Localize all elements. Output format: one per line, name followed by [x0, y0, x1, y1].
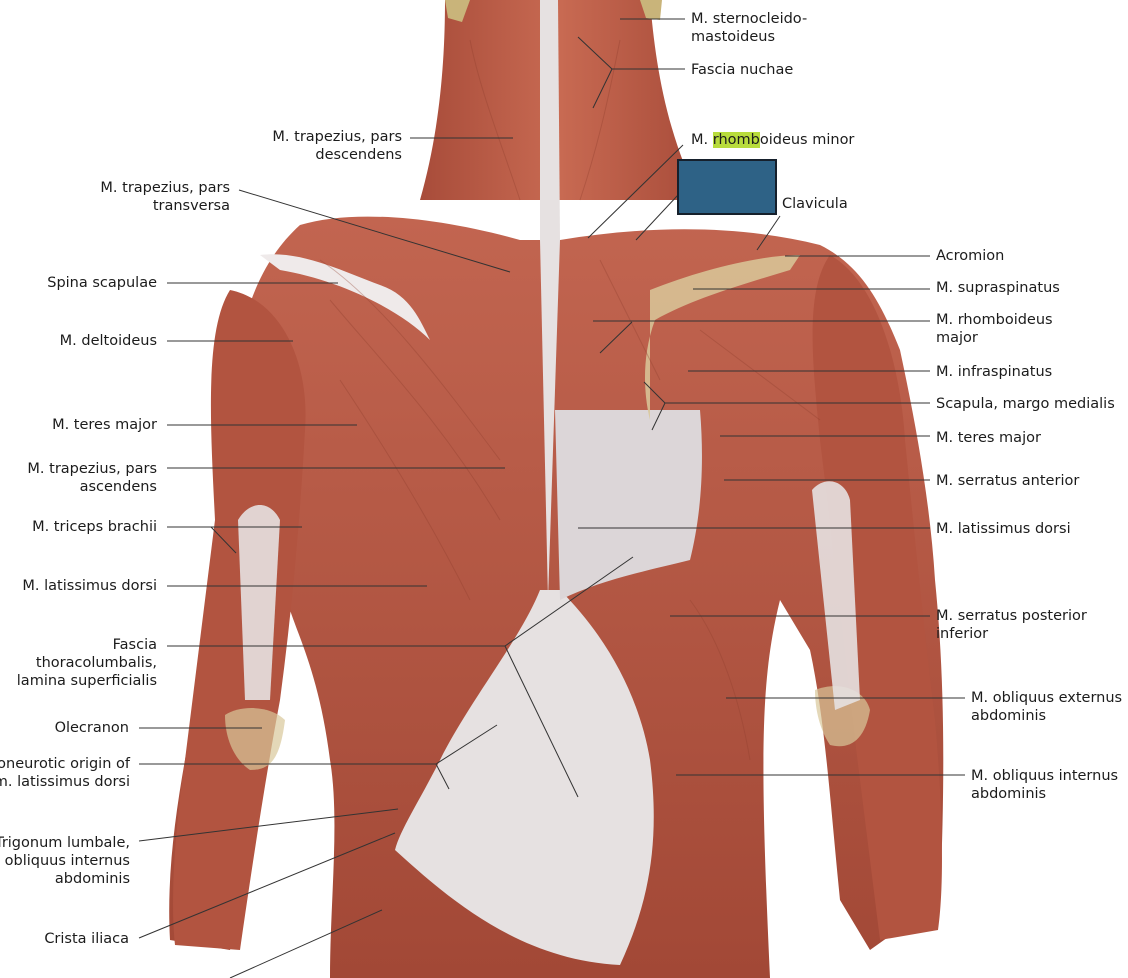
label-triceps-brachii: M. triceps brachii	[32, 519, 157, 535]
label-olecranon: Olecranon	[54, 720, 129, 736]
label-deltoideus: M. deltoideus	[59, 333, 157, 349]
masked-label-box	[677, 159, 777, 215]
label-rhomboideus-minor: M. rhomboideus minor	[691, 132, 855, 148]
label-crista-iliaca: Crista iliaca	[44, 931, 129, 947]
torso-silhouette	[169, 0, 944, 978]
label-supraspinatus: M. supraspinatus	[936, 280, 1060, 296]
label-teres-major-left: M. teres major	[52, 417, 157, 433]
label-trigonum-lumbale: Trigonum lumbale,m. obliquus internusabd…	[0, 835, 130, 887]
label-fascia-nuchae: Fascia nuchae	[691, 62, 794, 78]
leader-lines	[138, 18, 965, 978]
label-acromion: Acromion	[936, 248, 1005, 264]
search-highlight: rhomb	[712, 132, 760, 148]
label-serratus-anterior: M. serratus anterior	[936, 473, 1080, 489]
label-latissimus-dorsi-right: M. latissimus dorsi	[936, 521, 1071, 537]
label-spina-scapulae: Spina scapulae	[47, 275, 157, 291]
label-latissimus-dorsi-left: M. latissimus dorsi	[22, 578, 157, 594]
label-sternocleidomastoideus: M. sternocleido-mastoideus	[691, 11, 808, 45]
label-clavicula: Clavicula	[782, 196, 848, 212]
label-scapula-margo-medialis: Scapula, margo medialis	[936, 396, 1115, 412]
label-teres-major-right: M. teres major	[936, 430, 1041, 446]
label-infraspinatus: M. infraspinatus	[936, 364, 1053, 380]
label-aponeurotic-origin: Aponeurotic origin ofm. latissimus dorsi	[0, 756, 130, 790]
